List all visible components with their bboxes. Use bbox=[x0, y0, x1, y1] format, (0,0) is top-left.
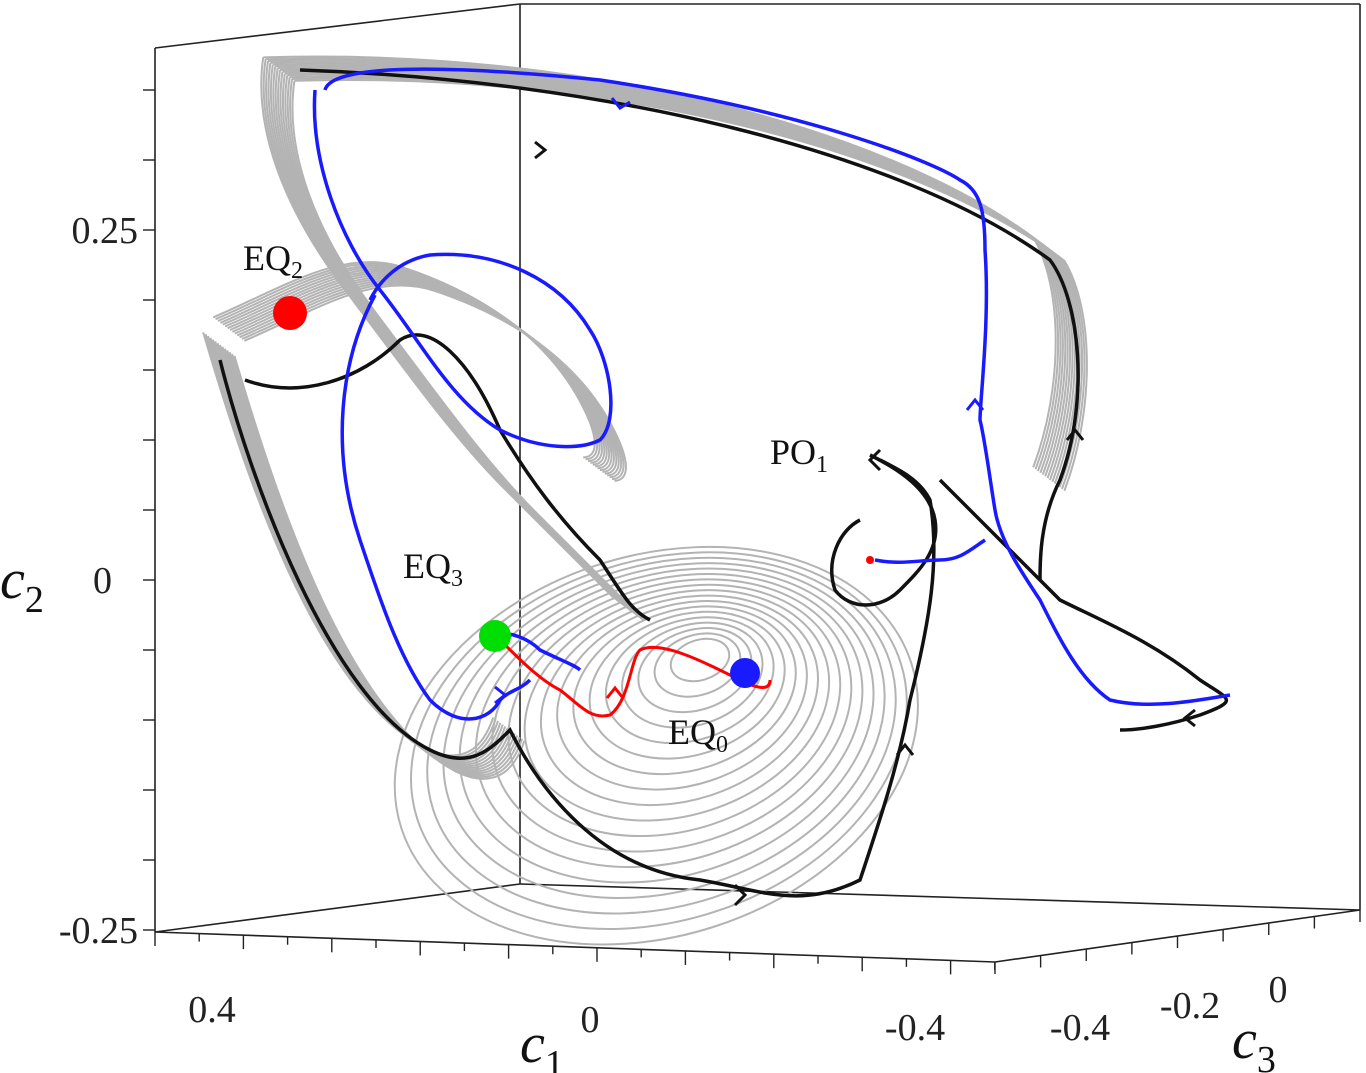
direction-arrow bbox=[733, 883, 748, 907]
spiral-loop bbox=[458, 567, 875, 884]
unstable-lower-left bbox=[340, 294, 532, 721]
x-axis-label: c1 bbox=[520, 1013, 564, 1073]
bundle-curve bbox=[274, 68, 629, 609]
direction-arrow bbox=[494, 685, 508, 705]
unstable-upper-arc bbox=[323, 67, 1231, 707]
bundle-curve bbox=[267, 62, 622, 604]
spiral-loop bbox=[507, 583, 842, 838]
spiral-loop bbox=[410, 551, 908, 930]
eq3-marker bbox=[479, 620, 511, 652]
x-tick-label: -0.4 bbox=[885, 1007, 945, 1049]
bundle-curve bbox=[289, 78, 643, 620]
z-tick-labels: -0.4 -0.2 0 bbox=[1050, 969, 1288, 1049]
eq2-marker bbox=[273, 296, 307, 330]
spiral-loop bbox=[588, 610, 786, 760]
direction-arrow bbox=[867, 448, 882, 472]
bundle-curve bbox=[286, 77, 641, 618]
spiral-loop bbox=[539, 594, 819, 807]
point-labels: EQ2 EQ3 EQ0 PO1 bbox=[243, 238, 828, 758]
trajectory-bundle bbox=[202, 55, 1088, 780]
spiral-loop bbox=[523, 589, 831, 822]
unstable-left-loop bbox=[312, 89, 613, 449]
direction-arrow bbox=[1182, 708, 1196, 728]
spiral-loop bbox=[653, 632, 742, 698]
po1-link bbox=[874, 538, 986, 564]
bundle-curve bbox=[226, 350, 519, 775]
bundle-curve bbox=[223, 348, 516, 773]
spiral-loop bbox=[491, 578, 853, 853]
bundle-curve bbox=[281, 73, 636, 615]
eq3-label: EQ3 bbox=[403, 546, 463, 592]
axis-ticks bbox=[143, 89, 1361, 975]
direction-arrow bbox=[610, 97, 631, 110]
eq0-marker bbox=[730, 658, 760, 688]
spiral-loop bbox=[426, 556, 897, 915]
bundle-curve bbox=[207, 335, 499, 761]
spiral-loop bbox=[669, 637, 731, 683]
po1-label: PO1 bbox=[770, 432, 828, 478]
bundle-curve bbox=[277, 69, 631, 611]
spiral-loop bbox=[474, 572, 864, 869]
bundle-curve bbox=[284, 75, 638, 617]
direction-arrow bbox=[895, 742, 915, 756]
main-trajectory bbox=[218, 68, 1228, 898]
bundle-curve bbox=[231, 353, 523, 779]
bundle-curve bbox=[209, 337, 502, 762]
direction-arrow bbox=[534, 140, 548, 160]
bundle-curve bbox=[244, 284, 627, 482]
spiral-loop bbox=[572, 605, 797, 776]
y-tick-label: 0.25 bbox=[72, 210, 139, 252]
z-axis-label: c3 bbox=[1232, 1009, 1276, 1073]
bundle-curve bbox=[216, 342, 509, 768]
bundle-curve bbox=[279, 71, 634, 613]
direction-arrows bbox=[494, 97, 1196, 907]
direction-arrow bbox=[965, 397, 985, 411]
po1-marker bbox=[866, 556, 874, 564]
main-trajectory-lower bbox=[218, 359, 936, 898]
spiral-loop bbox=[604, 616, 775, 745]
eq2-label: EQ2 bbox=[243, 238, 303, 284]
direction-arrow bbox=[1065, 427, 1085, 441]
po1-orbit bbox=[830, 453, 938, 607]
bundle-curve bbox=[272, 66, 626, 608]
y-tick-label: 0 bbox=[93, 560, 112, 602]
equilibria bbox=[273, 296, 874, 688]
y-axis-label: c2 bbox=[0, 549, 44, 621]
z-tick-label: -0.4 bbox=[1050, 1007, 1110, 1049]
bundle-curve bbox=[269, 64, 624, 606]
bundle-curve bbox=[204, 333, 497, 759]
main-trajectory-upper bbox=[299, 68, 1080, 581]
y-tick-label: -0.25 bbox=[59, 910, 138, 952]
unstable-manifold bbox=[312, 67, 1231, 721]
spiral-loop bbox=[556, 599, 808, 791]
y-tick-labels: 0.25 0 -0.25 bbox=[59, 210, 138, 952]
bundle-curve bbox=[228, 351, 521, 777]
x-tick-labels: 0.4 0 -0.4 bbox=[188, 989, 945, 1049]
main-trajectory-left bbox=[244, 333, 651, 622]
bundle-curve bbox=[233, 355, 526, 780]
spiral-loop bbox=[393, 545, 919, 946]
bundle-curve bbox=[214, 341, 507, 766]
x-tick-label: 0.4 bbox=[188, 989, 236, 1031]
main-trajectory-right bbox=[938, 478, 1228, 732]
eq0-label: EQ0 bbox=[668, 712, 728, 758]
bundle-curve bbox=[291, 80, 646, 622]
z-tick-label: 0 bbox=[1269, 969, 1288, 1011]
z-tick-label: -0.2 bbox=[1160, 985, 1220, 1027]
spiral-loop bbox=[637, 627, 753, 714]
spiral-bundle bbox=[393, 545, 919, 946]
direction-arrow bbox=[605, 685, 625, 699]
x-tick-label: 0 bbox=[581, 999, 600, 1041]
